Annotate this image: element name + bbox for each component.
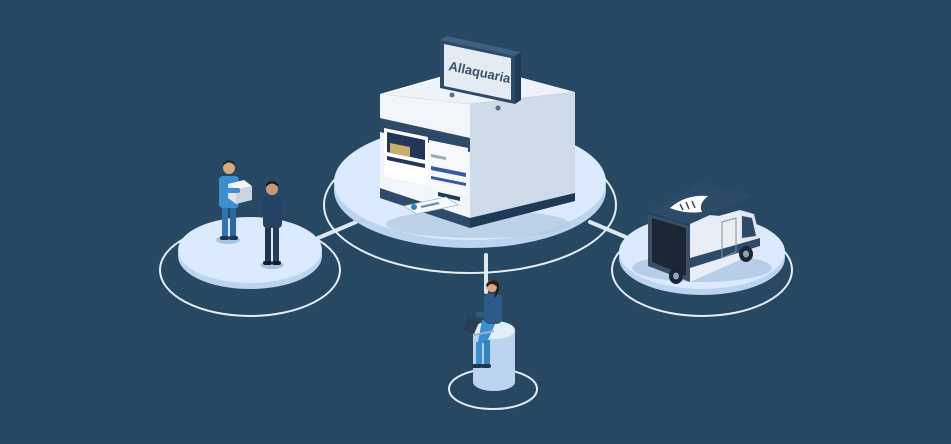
fish-logo-icon [670,195,708,213]
courier-figure-icon [260,181,284,269]
left-platform-top [178,217,322,283]
connector-left [316,220,358,240]
customer-figure-icon [216,160,252,244]
card-icon [402,196,460,215]
laptop-user-icon [462,279,502,368]
delivery-van-icon [632,182,772,284]
vending-machine-icon: Allaquaria [380,36,575,238]
seat-bottom [473,373,515,391]
connector-right [588,220,630,240]
left-node [159,217,341,317]
